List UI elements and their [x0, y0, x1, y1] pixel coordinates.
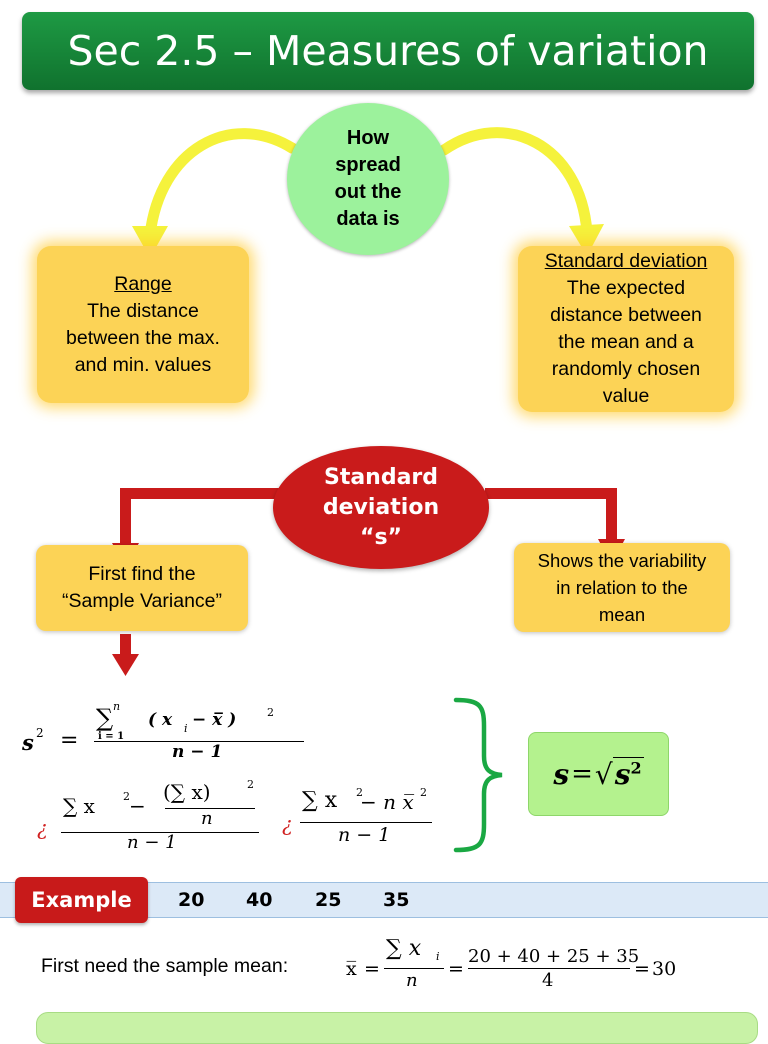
- range-line: between the max.: [66, 326, 220, 349]
- s-symbol: s: [22, 730, 34, 755]
- inner-fraction-bar: [165, 808, 255, 809]
- mean-step-text: First need the sample mean:: [41, 955, 289, 977]
- exponent: 2: [630, 758, 642, 778]
- sum-lower-limit: i = 1: [98, 731, 125, 742]
- subscript-i: i: [436, 950, 440, 963]
- mean-result: 30: [652, 958, 677, 980]
- range-heading: Range: [114, 272, 172, 295]
- sum-x: ∑ x: [386, 936, 422, 961]
- sum-x-squared: ∑ x: [63, 794, 95, 818]
- equals-sign: =: [364, 958, 380, 980]
- result-s: s: [614, 758, 631, 791]
- equals-sign: =: [60, 728, 79, 753]
- red-down-arrow-icon: [112, 634, 139, 676]
- std-deviation-result: s = √ s2: [528, 732, 669, 816]
- fraction-bar: [468, 968, 630, 969]
- question-circle: How spread out the data is: [287, 103, 449, 255]
- exponent: 2: [247, 778, 254, 791]
- curved-arrow-left-icon: [132, 128, 298, 258]
- sqrt-icon: √: [594, 757, 613, 791]
- denominator: n − 1: [338, 824, 391, 846]
- fraction-bar: [384, 968, 444, 969]
- result-s: s: [553, 757, 570, 791]
- count: 4: [542, 970, 554, 991]
- result-equals: =: [571, 759, 593, 789]
- std-line: distance between: [550, 304, 702, 326]
- std-deviation-box: Standard deviation The expected distance…: [518, 246, 734, 412]
- std-line: value: [602, 385, 650, 407]
- sum-x-group: (∑ x): [163, 780, 211, 804]
- variability-box: Shows the variability in relation to the…: [514, 543, 730, 632]
- exponent: 2: [420, 786, 427, 799]
- std-deviation-ellipse: Standard deviation “s”: [273, 446, 489, 569]
- fraction-bar: [94, 741, 304, 742]
- sample-variance-line: “Sample Variance”: [61, 590, 223, 612]
- page-title: Sec 2.5 – Measures of variation: [22, 12, 754, 90]
- ellipse-line: Standard: [323, 464, 439, 490]
- denominator: n: [406, 970, 418, 991]
- example-value: 35: [383, 889, 410, 911]
- exponent: 2: [356, 786, 363, 799]
- example-value: 20: [178, 889, 205, 911]
- mean-symbol: x̅: [346, 958, 357, 980]
- mean-formula: x̅ = ∑ x i n = 20 + 40 + 25 + 35 4 = 30: [344, 936, 694, 996]
- range-box: Range The distance between the max. and …: [37, 246, 249, 403]
- example-label: Example: [15, 877, 148, 923]
- curly-brace-icon: [453, 697, 503, 853]
- inner-denominator: n: [201, 808, 213, 829]
- range-line: and min. values: [74, 353, 212, 376]
- next-step-box: [36, 1012, 758, 1044]
- variability-line: in relation to the: [556, 577, 688, 598]
- question-line: How: [346, 127, 390, 149]
- std-line: The expected: [566, 277, 686, 299]
- std-line: the mean and a: [558, 331, 694, 353]
- example-value: 40: [246, 889, 273, 911]
- example-value: 25: [315, 889, 342, 911]
- exponent: 2: [267, 706, 274, 719]
- exponent: 2: [36, 726, 44, 740]
- ellipse-line: “s”: [359, 524, 402, 550]
- equals-sign: =: [634, 958, 650, 980]
- variability-line: mean: [598, 604, 646, 625]
- sum-upper-limit: n: [113, 700, 121, 713]
- variance-mean-formula: ¿ ∑ x 2 − n x̅ 2 n − 1: [280, 784, 440, 854]
- variance-shortcut-formula: ¿ ∑ x 2 − (∑ x) 2 n n − 1: [35, 776, 275, 856]
- denominator: n − 1: [172, 742, 223, 762]
- sum-x-squared: ∑ x: [302, 788, 338, 813]
- curved-arrow-right-icon: [438, 127, 604, 256]
- std-heading: Standard deviation: [544, 250, 708, 272]
- formula-marker: ¿: [282, 812, 293, 836]
- question-line: spread: [335, 154, 401, 176]
- ellipse-line: deviation: [322, 494, 440, 520]
- formula-marker: ¿: [37, 816, 48, 840]
- std-line: randomly chosen: [551, 358, 701, 380]
- variability-line: Shows the variability: [537, 550, 707, 571]
- equals-sign: =: [448, 958, 464, 980]
- minus-n-mean: − n x̅: [360, 790, 414, 814]
- question-line: data is: [336, 208, 400, 230]
- fraction-bar: [61, 832, 259, 833]
- curved-arrows: [132, 127, 604, 258]
- exponent: 2: [123, 790, 130, 803]
- term-minus-mean: − x̅ ): [192, 710, 237, 730]
- term-x: ( x: [148, 710, 173, 730]
- minus-sign: −: [129, 794, 146, 818]
- denominator: n − 1: [127, 832, 177, 853]
- subscript-i: i: [184, 722, 188, 735]
- variance-formula: s 2 = n ∑ i = 1 ( x i − x̅ ) 2 n − 1: [22, 700, 304, 770]
- question-line: out the: [334, 181, 402, 203]
- sample-variance-box: First find the “Sample Variance”: [36, 545, 248, 631]
- sample-variance-line: First find the: [88, 563, 196, 585]
- sum-expression: 20 + 40 + 25 + 35: [468, 946, 640, 967]
- fraction-bar: [300, 822, 432, 823]
- result-s-squared: s2: [612, 757, 644, 791]
- sum-symbol: ∑: [96, 704, 114, 732]
- range-line: The distance: [87, 299, 199, 322]
